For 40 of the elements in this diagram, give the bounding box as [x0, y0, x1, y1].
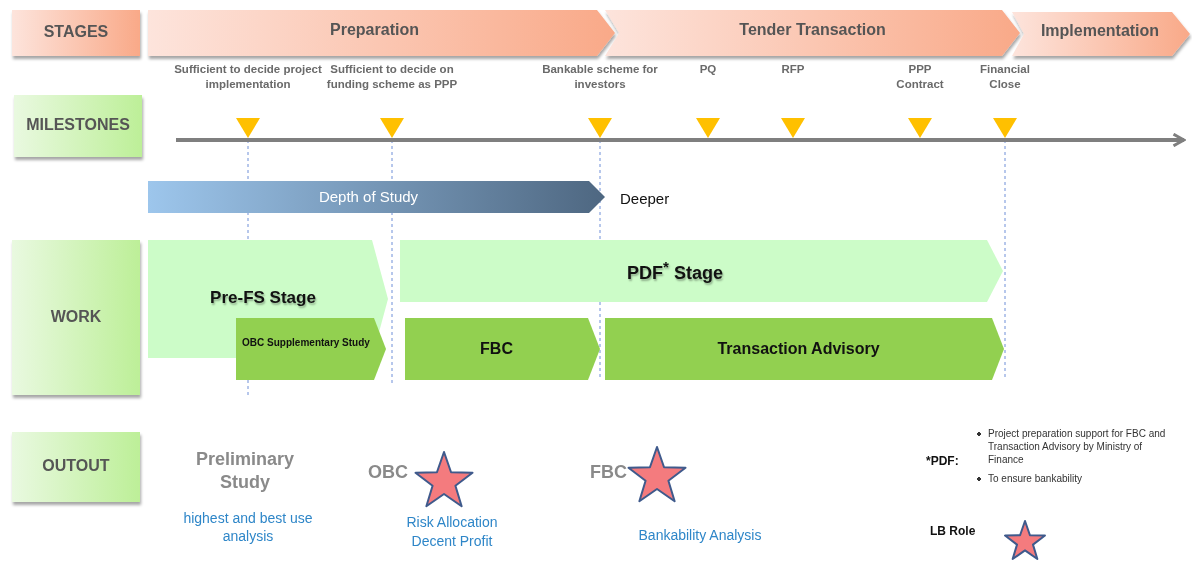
phase-label: Tender Transaction — [738, 21, 887, 39]
output-description: Risk Allocation — [405, 513, 499, 532]
work-label: OBC Supplementary Study — [241, 336, 371, 349]
milestone-label: RFP — [780, 62, 806, 77]
note-label: LB Role — [930, 524, 977, 540]
stage-band — [400, 240, 1003, 302]
work-band — [605, 318, 1004, 380]
phase-label: Implementation — [1039, 22, 1161, 40]
phase-band — [148, 10, 615, 56]
row-header — [12, 240, 140, 395]
milestone-label: Bankable scheme for investors — [541, 62, 659, 92]
row-header-label: WORK — [49, 307, 103, 326]
output-description: highest and best use analysis — [183, 509, 313, 546]
row-header — [12, 432, 140, 502]
row-header — [14, 95, 142, 157]
milestone-label: PQ — [698, 62, 718, 77]
work-band — [236, 318, 386, 380]
stage-label: Pre-FS Stage — [209, 288, 317, 308]
output-description: Decent Profit — [410, 532, 494, 551]
milestone-label: Sufficient to decide project implementation — [173, 62, 323, 92]
work-label: FBC — [479, 339, 514, 359]
milestone-label: PPP Contract — [895, 62, 945, 92]
output-description: Bankability Analysis — [637, 526, 763, 545]
row-header-label: MILESTONES — [25, 116, 131, 134]
annotation-text: Deeper — [620, 189, 671, 209]
work-label: Transaction Advisory — [716, 339, 881, 359]
depth-band-label: Depth of Study — [317, 188, 420, 205]
work-band — [405, 318, 600, 380]
depth-band — [148, 181, 605, 213]
row-header-label: OUTOUT — [41, 457, 111, 475]
phase-label: Preparation — [329, 21, 420, 39]
row-header — [12, 10, 140, 56]
output-title: Preliminary Study — [194, 448, 296, 495]
footnote-label: *PDF: — [926, 454, 960, 470]
milestone-label: Financial Close — [979, 62, 1031, 92]
output-title: OBC — [368, 461, 409, 484]
output-title: FBC — [590, 461, 628, 484]
phase-band — [1012, 12, 1190, 56]
row-header-label: STAGES — [42, 23, 110, 41]
stage-label: PDF$^{*}$ Stage — [626, 258, 724, 284]
